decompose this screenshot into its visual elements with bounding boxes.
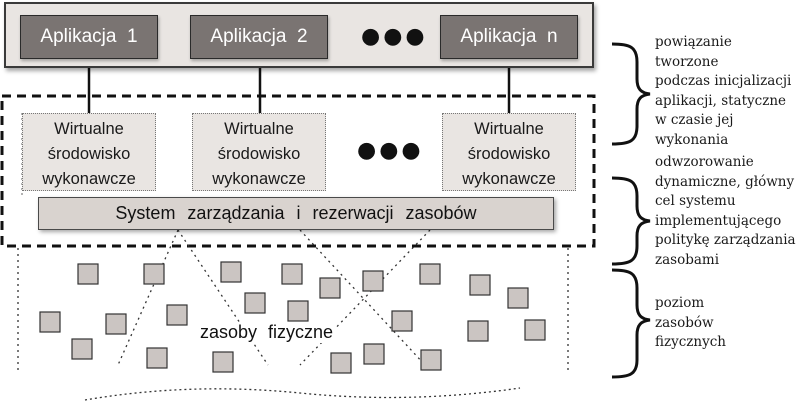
brace-1 xyxy=(611,42,651,146)
annotation-line: dynamiczne, główny xyxy=(655,173,795,190)
annotation-line: podczas inicjalizacji xyxy=(655,73,792,89)
resource-square xyxy=(362,270,384,292)
annotation-dynamic-mapping: odwzorowanie dynamiczne, główny cel syst… xyxy=(655,153,796,270)
brace-2 xyxy=(611,176,651,266)
env-line: Wirtualne xyxy=(474,120,544,138)
application-box-1: Aplikacja 1 xyxy=(20,15,158,59)
resource-square xyxy=(146,347,168,369)
resource-management-system-bar: System zarządzania i rezerwacji zasobów xyxy=(38,197,554,230)
resource-square xyxy=(143,263,165,285)
env-line: wykonawcze xyxy=(212,170,306,188)
annotation-static-binding: powiązanie tworzone podczas inicjalizacj… xyxy=(655,33,796,150)
resource-square xyxy=(467,320,489,342)
resource-square xyxy=(39,311,61,333)
annotation-line: powiązanie tworzone xyxy=(655,34,732,70)
annotation-line: wykonania xyxy=(655,131,729,148)
resource-square xyxy=(212,351,234,373)
env-line: środowisko xyxy=(467,145,551,163)
env-line: Wirtualne xyxy=(224,120,294,138)
virtual-environment-1: Wirtualne środowisko wykonawcze xyxy=(22,113,156,191)
resource-square xyxy=(105,313,127,335)
resource-square xyxy=(469,274,491,296)
virtual-environment-2: Wirtualne środowisko wykonawcze xyxy=(192,113,326,191)
mapping-line xyxy=(299,229,426,366)
environment-ellipsis: ●●● xyxy=(357,138,424,163)
annotation-line: poziom xyxy=(655,295,705,311)
annotation-line: aplikacji, statyczne xyxy=(655,92,787,109)
applications-ellipsis: ●●● xyxy=(361,24,428,49)
resource-square xyxy=(71,338,93,360)
annotation-line: cel systemu xyxy=(655,193,736,209)
phys-wavy-bottom xyxy=(84,387,521,401)
resource-square xyxy=(244,292,266,314)
annotation-line: odwzorowanie xyxy=(655,154,754,170)
resource-square xyxy=(77,263,99,285)
env-line: środowisko xyxy=(47,145,131,163)
resource-square xyxy=(220,261,242,283)
env-line: środowisko xyxy=(217,145,301,163)
resource-square xyxy=(419,263,441,285)
resource-square xyxy=(281,263,303,285)
resource-square xyxy=(420,349,442,371)
resource-square xyxy=(287,300,309,322)
resource-square xyxy=(507,287,529,309)
resource-square xyxy=(166,304,188,326)
mapping-line xyxy=(117,229,179,366)
env-line: wykonawcze xyxy=(462,170,556,188)
resource-square xyxy=(524,319,546,341)
application-box-2: Aplikacja 2 xyxy=(190,15,328,59)
env-line: wykonawcze xyxy=(42,170,136,188)
applications-bar: Aplikacja 1 Aplikacja 2 ●●● Aplikacja n xyxy=(4,2,594,68)
brace-3 xyxy=(611,268,651,379)
resource-square xyxy=(391,310,413,332)
physical-resources-label: zasoby fizyczne xyxy=(198,322,336,343)
application-box-n: Aplikacja n xyxy=(440,15,578,59)
annotation-line: fizycznych xyxy=(655,334,726,350)
annotation-line: zasobów xyxy=(655,314,714,331)
env-line: Wirtualne xyxy=(54,120,124,138)
annotation-line: zasobami xyxy=(655,251,720,268)
annotation-line: politykę zarządzania xyxy=(655,232,796,248)
resource-square xyxy=(363,343,385,365)
resource-square xyxy=(330,352,352,374)
annotation-physical-level: poziom zasobów fizycznych xyxy=(655,294,726,353)
resource-square xyxy=(319,277,341,299)
annotation-line: implementującego xyxy=(655,212,782,229)
system-dashed-boundary xyxy=(0,94,596,248)
annotation-line: w czasie jej xyxy=(655,112,734,128)
physical-resource-squares xyxy=(39,261,546,374)
virtual-environment-n: Wirtualne środowisko wykonawcze xyxy=(442,113,576,191)
